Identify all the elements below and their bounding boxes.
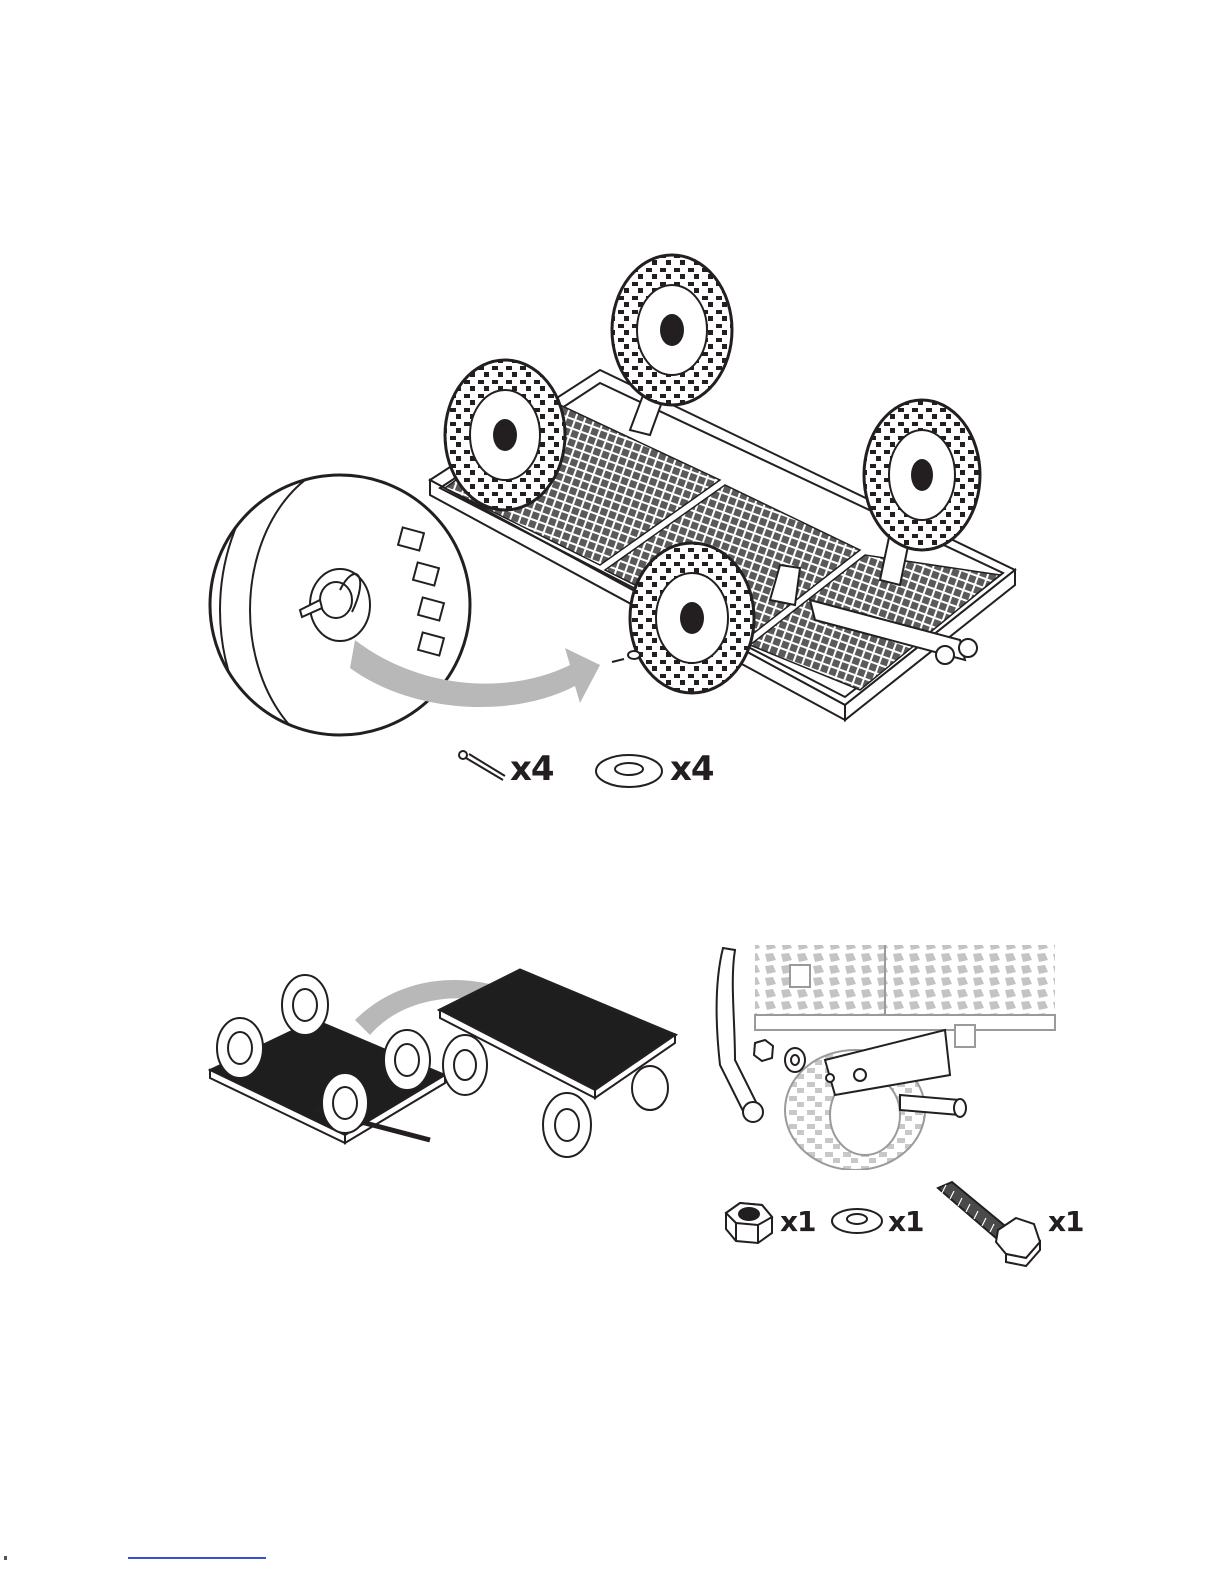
- washer-quantity: x4: [670, 752, 714, 786]
- wheel-front-left: [630, 543, 754, 693]
- hex-bolt-icon: [930, 1180, 1045, 1270]
- washer-icon: [596, 755, 662, 787]
- step2-hitch-detail: [715, 940, 1065, 1170]
- footer-marker: [4, 1556, 7, 1560]
- footer-link-underline[interactable]: [128, 1557, 266, 1559]
- cotter-pin-icon: [459, 751, 505, 780]
- step1-wagon-illustration: [0, 0, 1225, 800]
- cart-upright: [440, 970, 675, 1157]
- wheel-front-right: [864, 400, 980, 550]
- cotter-pin-quantity: x4: [510, 752, 554, 786]
- lock-nut-quantity: x1: [780, 1208, 816, 1236]
- lock-nut-icon: [722, 1195, 776, 1249]
- hex-bolt-quantity: x1: [1048, 1208, 1084, 1236]
- step2-flip-cart-illustration: [195, 960, 695, 1170]
- washer-small-quantity: x1: [888, 1208, 924, 1236]
- wheel-rear-left: [445, 360, 565, 510]
- washer-small-icon: [829, 1205, 885, 1237]
- pin-and-washer-callout: [612, 651, 640, 662]
- wheel-rear-right: [612, 255, 732, 405]
